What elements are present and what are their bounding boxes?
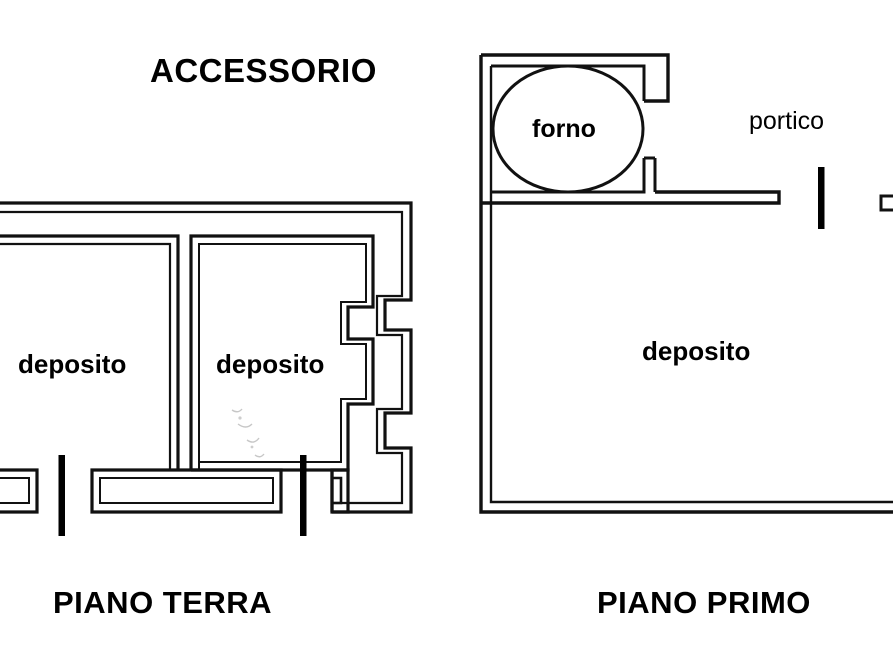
room-label-deposito-left: deposito	[18, 349, 127, 379]
wall-band-bottom-right-lower	[332, 476, 343, 505]
outer-wall-piano-primo	[481, 53, 670, 103]
circular-oven-symbol	[491, 64, 645, 194]
door-opening-marker-portico	[818, 167, 825, 229]
room-wall-deposito-left	[0, 234, 180, 470]
room-label-deposito-mid: deposito	[216, 349, 325, 379]
room-wall-deposito-left-inner	[0, 242, 172, 470]
scan-smudge-artifact	[231, 408, 265, 458]
plan-piano-terra	[0, 201, 413, 536]
plan-caption-piano-primo: PIANO PRIMO	[597, 585, 811, 620]
wall-band-bottom-middle-inner	[99, 477, 274, 504]
wall-stub-bottom-left	[0, 468, 39, 514]
wall-band-bottom-middle	[90, 468, 283, 514]
door-opening-marker-left	[58, 455, 65, 536]
portico-wall-horizontal	[481, 190, 781, 205]
plan-caption-piano-terra: PIANO TERRA	[53, 585, 273, 620]
forno-chamber-wall-lower	[491, 158, 646, 194]
wall-stub-far-right	[879, 194, 893, 212]
door-opening-marker-mid	[300, 455, 307, 536]
plan-piano-primo	[479, 53, 893, 514]
page-title: ACCESSORIO	[150, 52, 377, 89]
outer-wall-piano-primo-left-inner	[489, 66, 893, 504]
wall-stub-bottom-left-inner	[0, 477, 30, 504]
room-label-deposito-right: deposito	[642, 336, 751, 366]
room-label-portico: portico	[749, 107, 825, 135]
room-wall-deposito-mid-inner	[198, 243, 367, 470]
forno-chamber-wall	[491, 64, 646, 101]
room-wall-deposito-mid	[189, 234, 375, 472]
outer-wall-piano-primo-left	[479, 55, 893, 514]
outer-wall-inner-face-piano-terra	[0, 210, 404, 505]
outer-wall-piano-terra	[0, 201, 413, 514]
room-label-forno: forno	[532, 115, 596, 143]
